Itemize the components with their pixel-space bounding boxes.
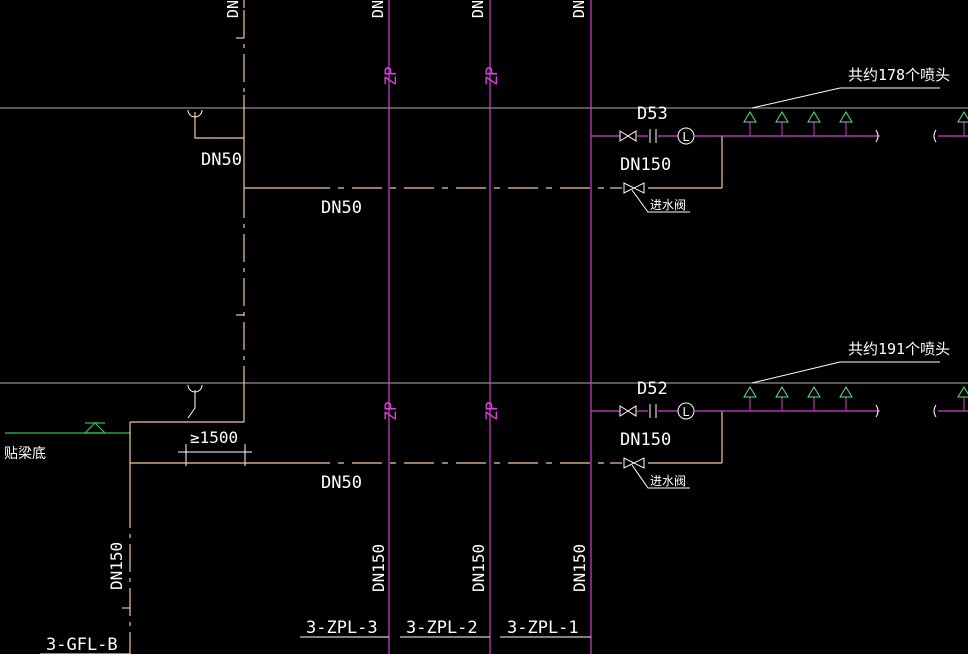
label-dn50-branch-upper: DN50	[321, 198, 362, 218]
label-dn-cut-3: DN	[469, 0, 487, 18]
label-dn-cut-1: DN	[224, 0, 242, 18]
tag-zpl-1: 3-ZPL-1	[507, 618, 579, 638]
valve-icon-signal-upper-a	[619, 130, 629, 142]
pipe-break-lower-b	[933, 404, 937, 418]
test-valve-icon-upper	[187, 109, 203, 118]
valve-icon-signal-upper-b	[627, 130, 637, 142]
label-dn150-lower: DN150	[620, 430, 671, 450]
tag-zpl-2: 3-ZPL-2	[406, 618, 478, 638]
beam-bottom-marker	[83, 422, 107, 434]
tag-gfl-b: 3-GFL-B	[46, 635, 118, 654]
label-dn150-vertical-zpl3: DN150	[369, 544, 388, 592]
pipe-break-upper-a	[875, 129, 879, 143]
valve-icon-inlet-upper-a	[623, 182, 636, 194]
label-d52: D52	[637, 379, 668, 399]
valve-icon-signal-lower-a	[619, 405, 629, 417]
label-dn150-vertical-gfl: DN150	[107, 542, 126, 590]
label-zp-lower-2: ZP	[482, 401, 501, 420]
valve-icon-inlet-lower-b	[632, 457, 645, 469]
pipe-break-upper-b	[933, 129, 937, 143]
label-inlet-valve-lower: 进水阀	[650, 474, 686, 488]
leader-heads-upper	[751, 87, 841, 109]
label-dn50-branch-lower: DN50	[321, 473, 362, 493]
label-dn50-vertical: DN50	[201, 150, 242, 170]
leader-inlet-upper	[631, 189, 690, 213]
test-valve-pipe-lower	[187, 390, 196, 419]
pipe-break-lower-a	[875, 404, 879, 418]
label-dn-cut-2: DN	[369, 0, 387, 18]
sprinkler-heads-lower	[743, 386, 968, 411]
test-valve-icon-lower	[187, 384, 203, 393]
leader-inlet-lower	[631, 464, 690, 489]
sprinkler-heads-upper	[743, 111, 968, 136]
label-zp-upper-2: ZP	[482, 66, 501, 85]
valve-icon-inlet-upper-b	[632, 182, 645, 194]
label-dn150-vertical-zpl1: DN150	[570, 544, 589, 592]
flow-indicator-upper-letter: L	[682, 130, 689, 144]
label-inlet-valve-upper: 进水阀	[650, 198, 686, 212]
valve-icon-signal-lower-b	[627, 405, 637, 417]
tag-zpl-3: 3-ZPL-3	[306, 618, 378, 638]
label-dim-1500: ≥1500	[190, 428, 238, 447]
label-heads-upper: 共约178个喷头	[848, 66, 950, 84]
label-zp-upper-3: ZP	[381, 66, 400, 85]
flow-indicator-lower-letter: L	[682, 405, 689, 419]
label-heads-lower: 共约191个喷头	[848, 340, 950, 358]
label-zp-lower-3: ZP	[381, 401, 400, 420]
leader-heads-lower	[751, 361, 841, 384]
label-dn150-upper: DN150	[620, 155, 671, 175]
label-dn150-vertical-zpl2: DN150	[469, 544, 488, 592]
label-beam-bottom: 贴梁底	[4, 446, 46, 462]
label-dn-cut-4: DN	[570, 0, 588, 18]
label-d53: D53	[637, 104, 668, 124]
valve-icon-inlet-lower-a	[623, 457, 636, 469]
test-valve-pipe-upper	[194, 112, 244, 139]
